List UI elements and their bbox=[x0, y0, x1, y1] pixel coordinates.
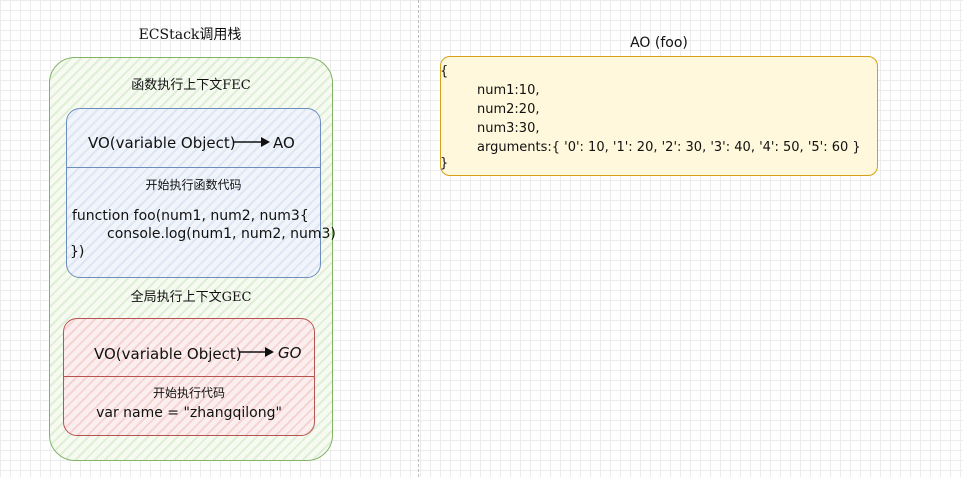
ao-open-brace: { bbox=[440, 64, 449, 79]
gec-vo-label: VO(variable Object) bbox=[94, 345, 242, 363]
fec-vo-label: VO(variable Object) bbox=[88, 134, 236, 152]
gec-code-title: 开始执行代码 bbox=[152, 386, 225, 400]
fec-arrow-icon bbox=[234, 137, 270, 147]
ao-box[interactable] bbox=[440, 56, 878, 176]
fec-box[interactable] bbox=[66, 108, 321, 278]
canvas-divider bbox=[418, 0, 419, 477]
ao-title: AO (foo) bbox=[630, 35, 688, 51]
ao-line-num1: num1:10, bbox=[477, 83, 540, 98]
ao-line-num3: num3:30, bbox=[477, 121, 540, 136]
gec-code-line: var name = "zhangqilong" bbox=[96, 405, 282, 421]
fec-label: 函数执行上下文FEC bbox=[131, 78, 251, 93]
gec-label: 全局执行上下文GEC bbox=[130, 290, 252, 305]
fec-divider bbox=[66, 167, 321, 168]
gec-go-label: GO bbox=[278, 344, 302, 362]
gec-arrow-icon bbox=[240, 347, 274, 357]
fec-code-line-1: function foo(num1, num2, num3{ bbox=[72, 208, 309, 224]
fec-code-title: 开始执行函数代码 bbox=[145, 178, 242, 192]
gec-box[interactable] bbox=[63, 318, 315, 436]
gec-divider bbox=[63, 376, 315, 377]
fec-code-line-2: console.log(num1, num2, num3) bbox=[107, 226, 336, 242]
ao-line-num2: num2:20, bbox=[477, 102, 540, 117]
fec-code-line-3: }) bbox=[70, 244, 85, 260]
ecstack-title: ECStack调用栈 bbox=[138, 27, 242, 43]
ao-line-arguments: arguments:{ '0': 10, '1': 20, '2': 30, '… bbox=[477, 140, 861, 155]
fec-ao-label: AO bbox=[273, 134, 295, 152]
ao-close-brace: } bbox=[440, 156, 449, 171]
